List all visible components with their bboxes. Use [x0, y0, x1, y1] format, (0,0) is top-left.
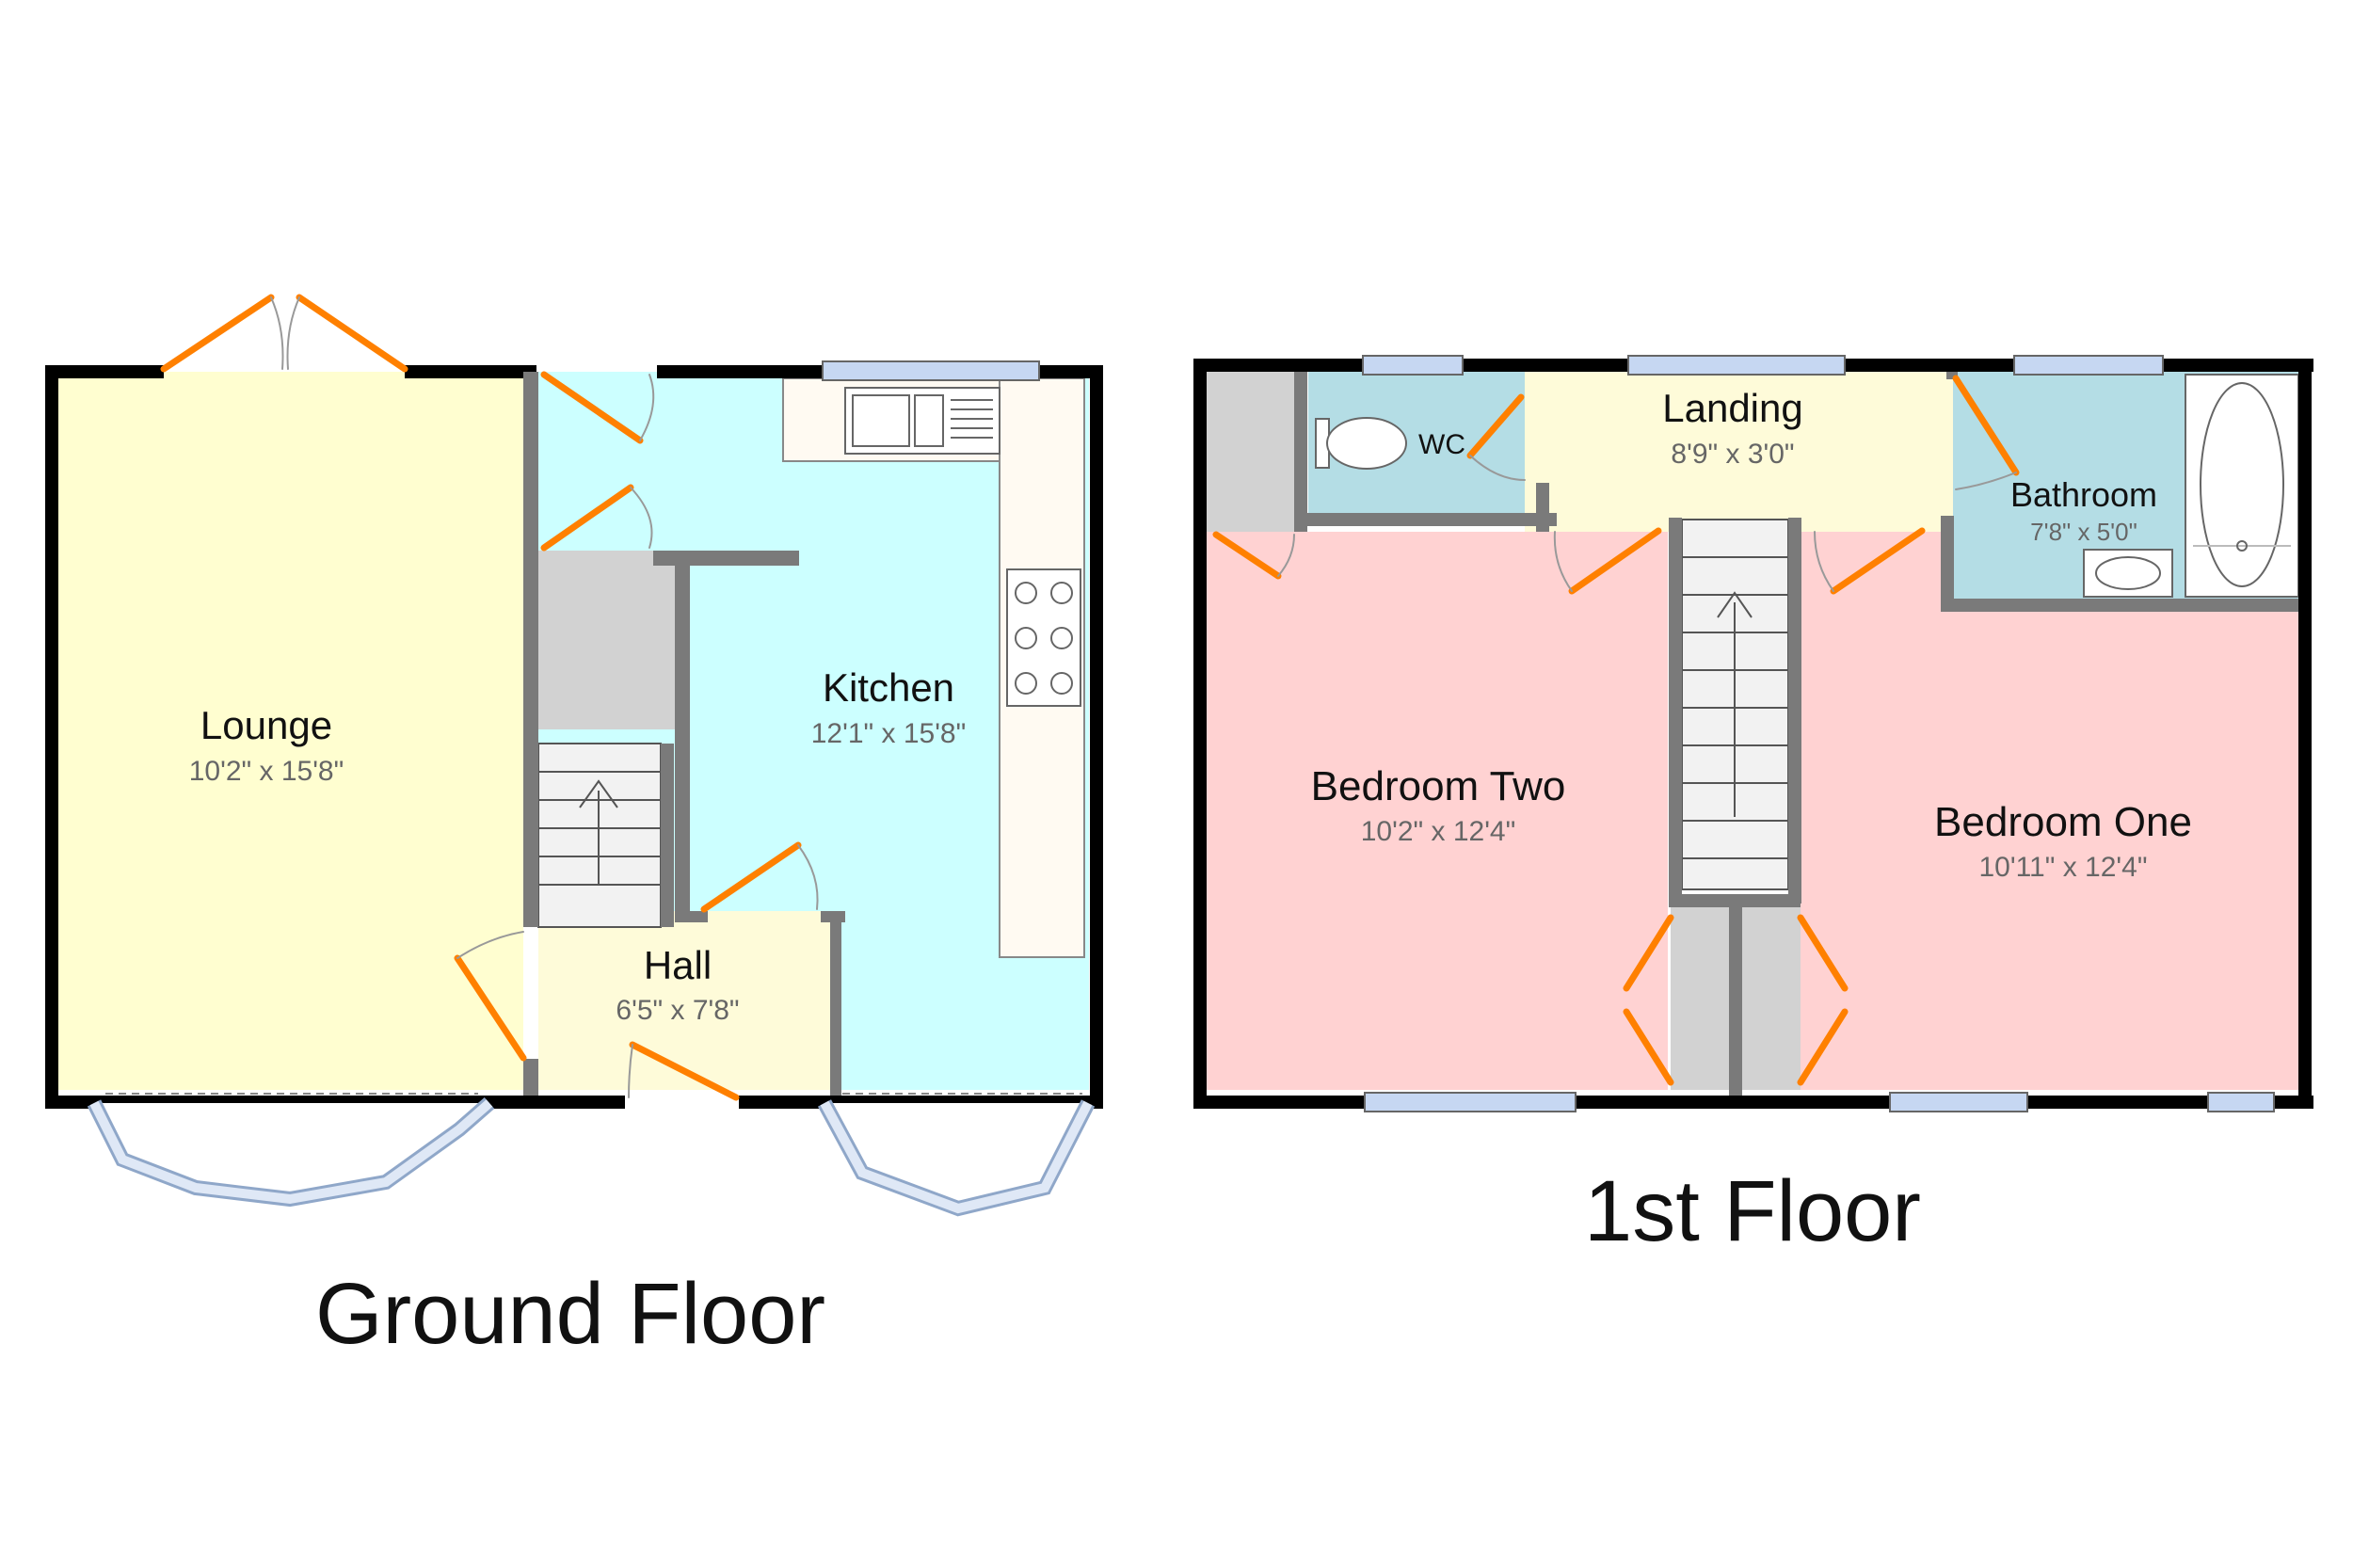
kitchen-label: Kitchen: [823, 665, 954, 710]
bathroom-dims: 7'8" x 5'0": [2030, 518, 2137, 546]
bedroom-one-area: [1800, 610, 2298, 1090]
landing-area: [1525, 372, 1960, 532]
first-floor: Landing 8'9" x 3'0" WC Bathroom 7'8" x 5…: [1193, 355, 2313, 1259]
lounge-area: [58, 372, 523, 1090]
bedroom-two-area: [1207, 532, 1668, 1090]
first-stairs: [1681, 519, 1789, 890]
sink: [844, 387, 1000, 455]
first-cupboard: [1207, 372, 1294, 532]
lounge-label: Lounge: [200, 703, 332, 747]
hall-area: [538, 911, 830, 1090]
first-floor-title: 1st Floor: [1584, 1163, 1921, 1259]
first-inner-walls: [1294, 372, 2298, 1096]
bathroom-label: Bathroom: [2010, 475, 2157, 514]
bedroom-one-label: Bedroom One: [1934, 799, 2192, 845]
first-doors: [1212, 375, 2020, 1086]
ground-doors: [160, 294, 819, 1101]
hall-label: Hall: [644, 943, 712, 987]
kitchen-bay-window: [817, 1093, 1096, 1217]
ground-floor: Lounge 10'2" x 15'8" Kitchen 12'1" x 15'…: [45, 294, 1103, 1362]
landing-dims: 8'9" x 3'0": [1671, 439, 1794, 470]
lounge-dims: 10'2" x 15'8": [189, 756, 344, 787]
basin: [2083, 549, 2173, 598]
understairs-cupboard: [538, 551, 675, 729]
first-windows: [1362, 355, 2275, 1112]
bedroom-two-dims: 10'2" x 12'4": [1361, 816, 1516, 847]
landing-label: Landing: [1662, 386, 1802, 430]
kitchen-dims: 12'1" x 15'8": [811, 718, 967, 749]
bedroom-one-dims: 10'11" x 12'4": [1979, 852, 2148, 883]
lounge-bay-window: [87, 1093, 495, 1208]
wardrobe-right: [1742, 904, 1801, 1090]
hall-dims: 6'5" x 7'8": [616, 995, 739, 1026]
wardrobe-left: [1671, 904, 1729, 1090]
toilet: [1315, 417, 1407, 470]
wc-label: WC: [1418, 429, 1465, 460]
ground-stairs: [537, 743, 662, 928]
ground-floor-title: Ground Floor: [315, 1266, 825, 1362]
bedroom-two-label: Bedroom Two: [1311, 763, 1566, 809]
ground-windows: [822, 360, 1040, 381]
ground-inner-walls: [523, 372, 845, 1096]
hob: [1006, 568, 1081, 707]
bath: [2185, 374, 2299, 598]
